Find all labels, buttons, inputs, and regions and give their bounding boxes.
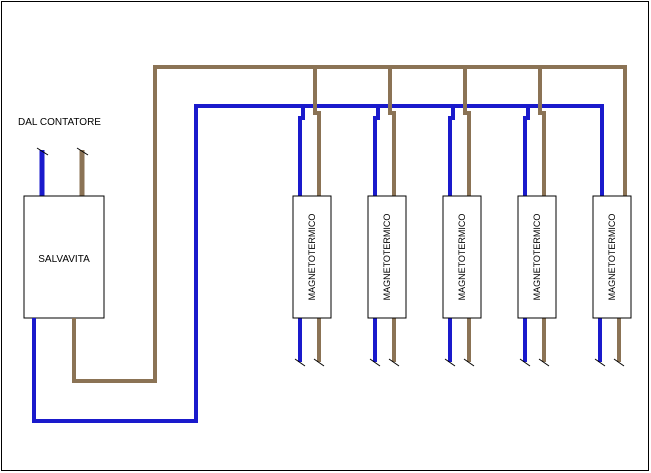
breaker-phase-terminal: [313, 358, 325, 367]
breaker-label: MAGNETOTERMICO: [457, 214, 467, 301]
breaker-label: MAGNETOTERMICO: [307, 214, 317, 301]
breaker-phase-feed: [313, 67, 321, 196]
breaker-phase-feed: [463, 67, 471, 196]
breaker-phase-terminal: [613, 358, 625, 367]
breaker-neutral-feed: [373, 106, 380, 196]
incoming-neutral-terminal: [36, 147, 49, 156]
breaker-phase-terminal: [463, 358, 475, 367]
breaker-box: [517, 195, 557, 319]
breaker-box: [292, 195, 332, 319]
breaker-box: [367, 195, 407, 319]
source-label: DAL CONTATORE: [18, 117, 101, 128]
breaker-neutral-feed: [523, 106, 530, 196]
breaker-phase-terminal: [388, 358, 400, 367]
breaker-label: MAGNETOTERMICO: [532, 214, 542, 301]
breaker-box: [592, 195, 632, 319]
incoming-phase-terminal: [76, 147, 89, 156]
breaker-label: MAGNETOTERMICO: [382, 214, 392, 301]
breaker-phase-terminal: [538, 358, 550, 367]
breaker-label: MAGNETOTERMICO: [607, 214, 617, 301]
salvavita-label: SALVAVITA: [38, 254, 90, 265]
breaker-neutral-terminal: [444, 358, 456, 367]
phase-bus-wire: [72, 65, 627, 383]
breaker-neutral-feed: [448, 106, 455, 196]
breaker-phase-feed: [538, 67, 546, 196]
breaker-neutral-terminal: [519, 358, 531, 367]
breaker-phase-feed: [388, 67, 396, 196]
salvavita-box: [23, 195, 105, 319]
breaker-neutral-terminal: [294, 358, 306, 367]
breaker-neutral-terminal: [594, 358, 606, 367]
breaker-box: [442, 195, 482, 319]
breaker-neutral-terminal: [369, 358, 381, 367]
neutral-bus-wire: [32, 104, 604, 423]
breaker-neutral-feed: [298, 106, 305, 196]
breaker-group: MAGNETOTERMICO MAGNETOTERMICO MAGNETOTERMI…: [292, 67, 632, 367]
